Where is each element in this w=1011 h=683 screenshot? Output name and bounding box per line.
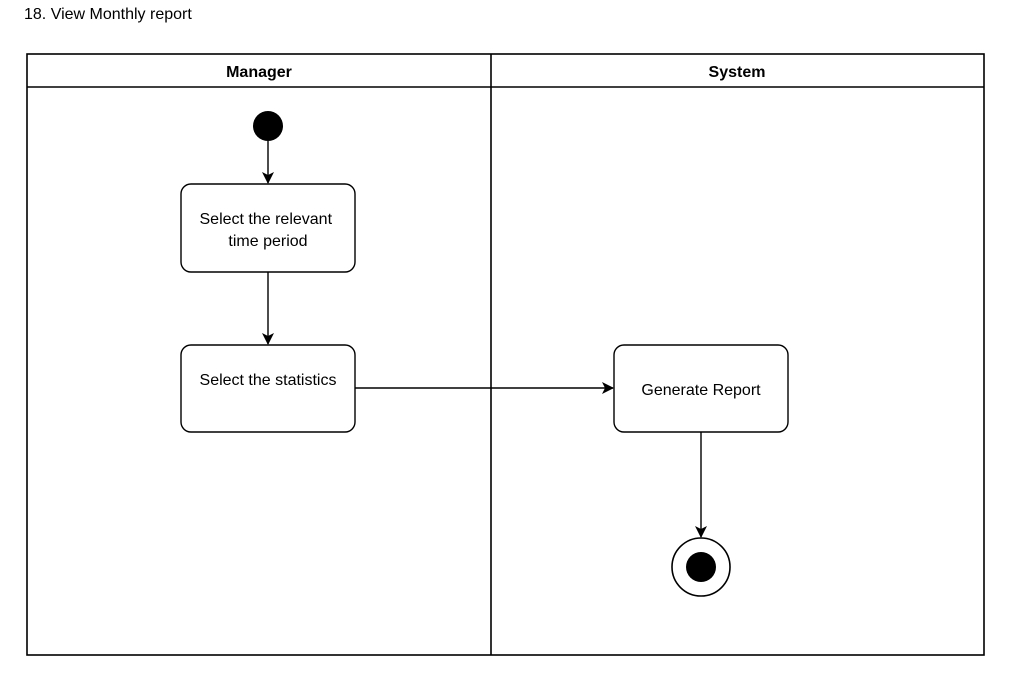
initial-node (253, 111, 283, 141)
activity-label: Select the statistics (200, 372, 337, 389)
activity-select-statistics: Select the statistics (180, 344, 356, 433)
activity-label: Select the relevant time period (200, 211, 337, 250)
final-node (671, 537, 731, 597)
swimlane-border (26, 53, 985, 656)
activity-box (180, 183, 356, 273)
activity-generate-report: Generate Report (613, 344, 789, 433)
activity-select-time-period: Select the relevant time period (180, 183, 356, 273)
page-title: 18. View Monthly report (24, 6, 192, 23)
final-node-core (686, 552, 716, 582)
activity-label-line: Generate Report (641, 382, 761, 399)
swimlane-frame (26, 53, 985, 656)
lane-header-system: System (709, 64, 766, 81)
lane-header-manager: Manager (226, 64, 292, 81)
activity-label-line: Select the relevant (200, 211, 333, 228)
activity-label-line: time period (228, 233, 307, 250)
activity-label: Generate Report (641, 382, 761, 399)
activity-label-line: Select the statistics (200, 372, 337, 389)
